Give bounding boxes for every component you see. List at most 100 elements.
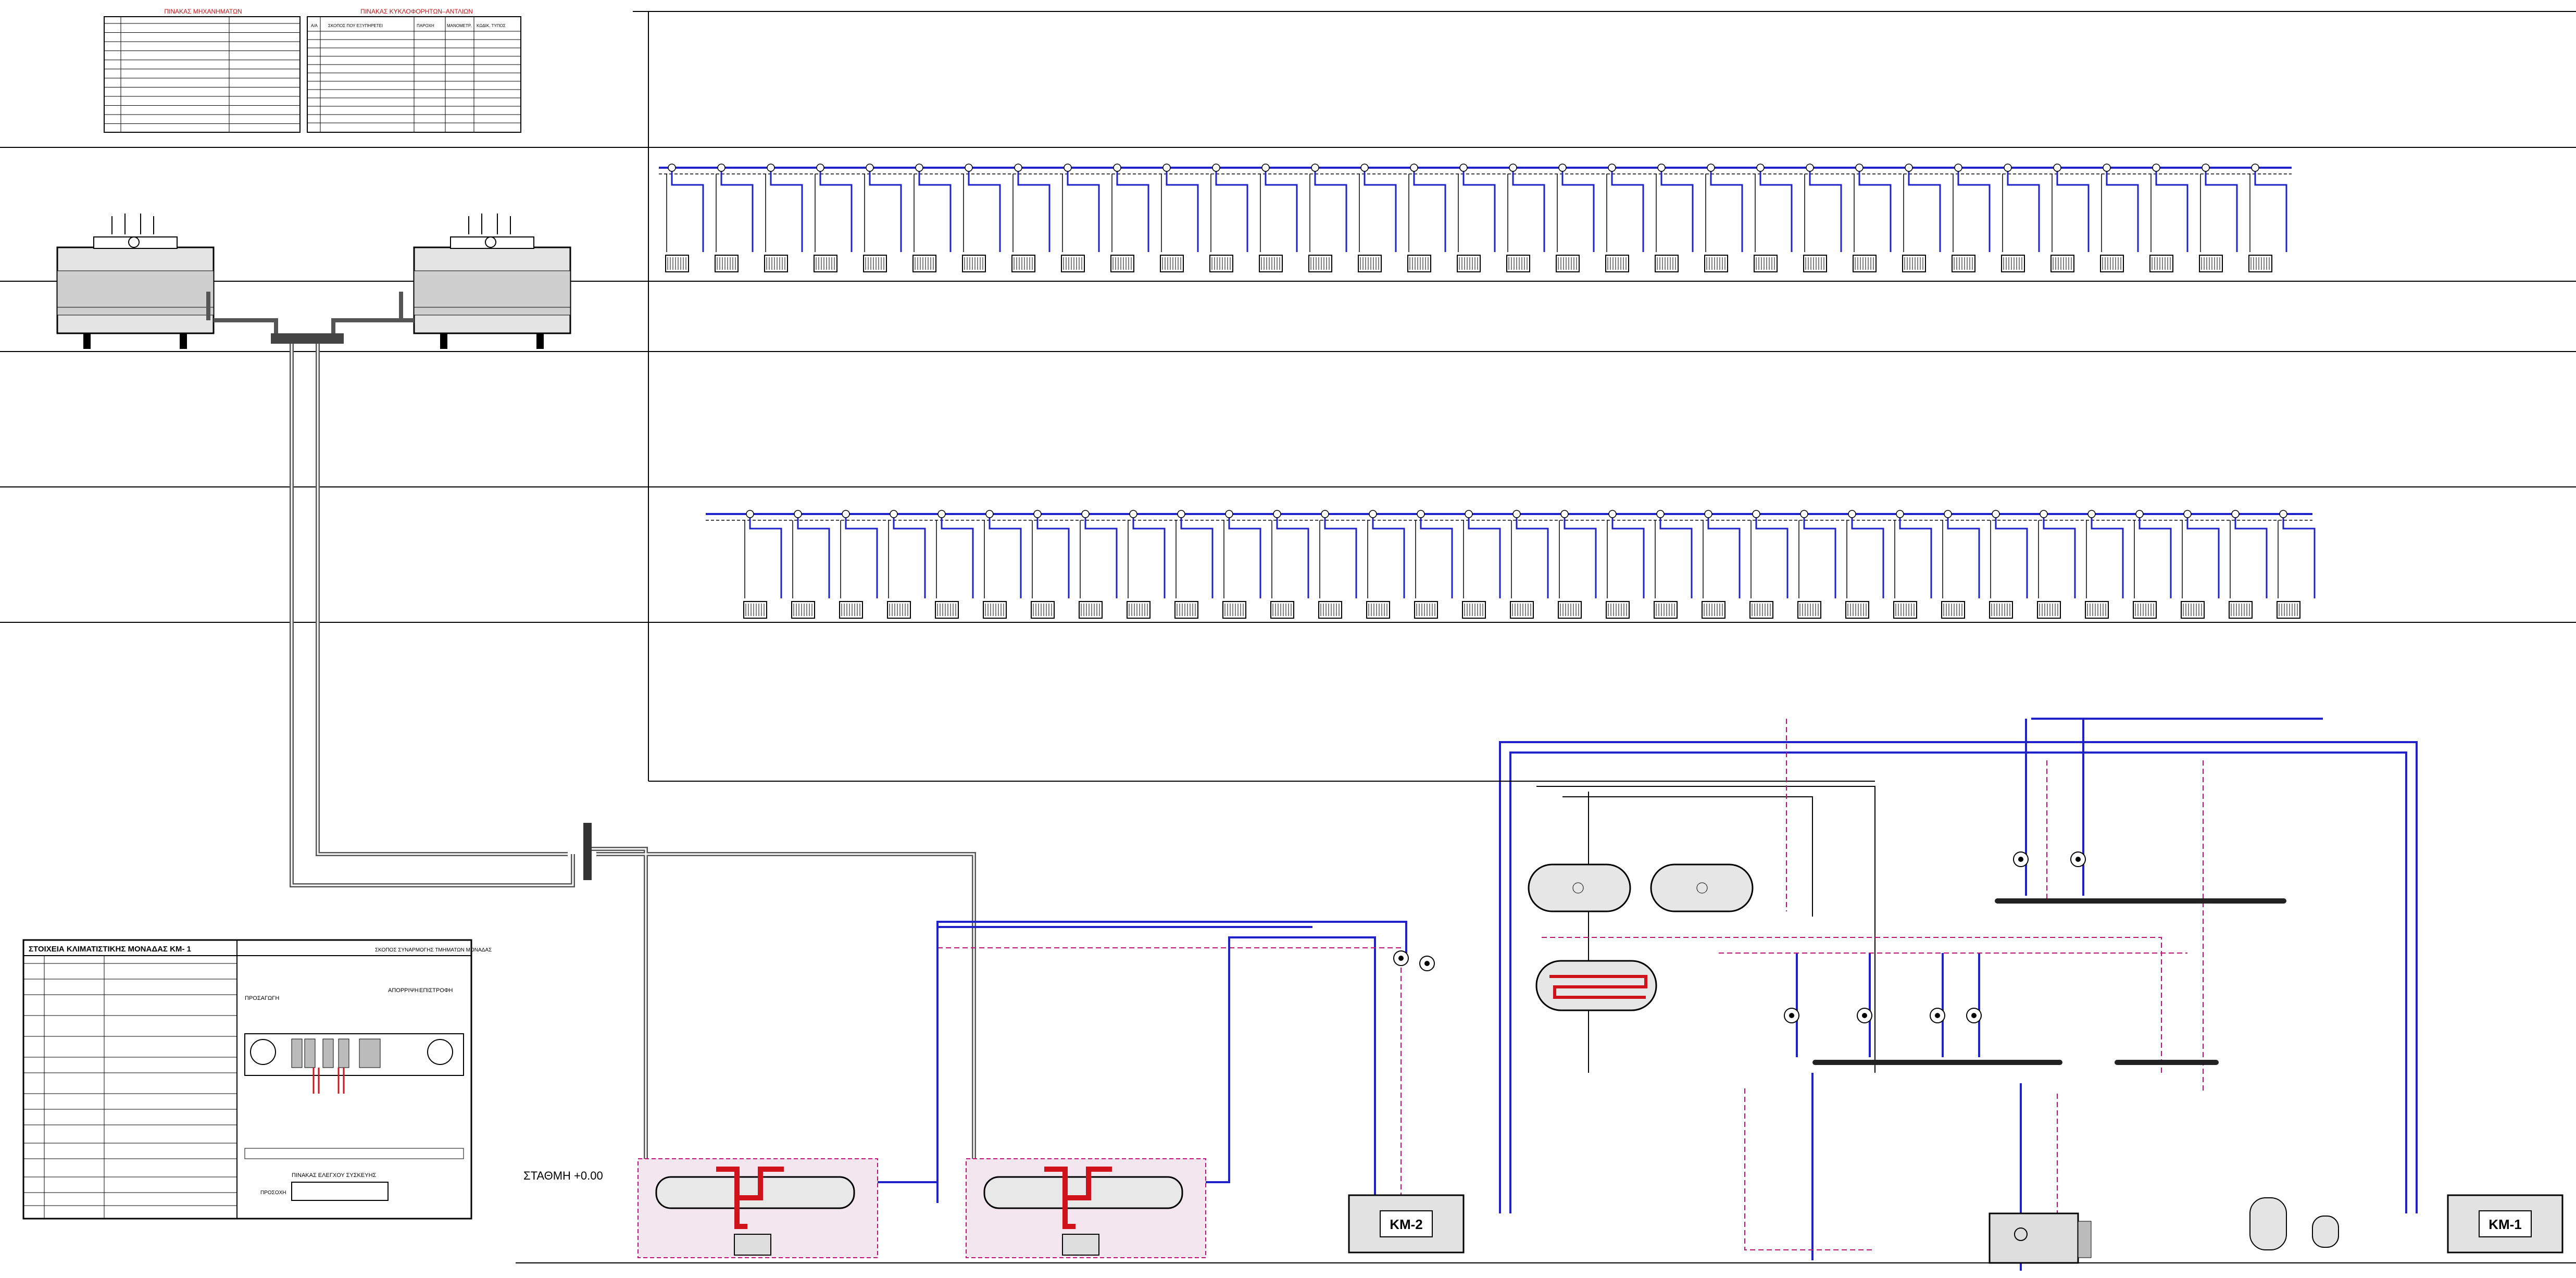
pump-rotor: [1862, 1013, 1867, 1018]
valve-icon: [1273, 510, 1281, 518]
radiator: [715, 255, 739, 272]
chiller-km1-label: KM-1: [2489, 1217, 2522, 1232]
branch-pipe: [1036, 514, 1070, 598]
unit-fan-icon: [128, 236, 140, 248]
branch-pipe: [1564, 514, 1597, 598]
valve-icon: [1369, 510, 1377, 518]
legend-title: ΣΤΟΙΧΕΙΑ ΚΛΙΜΑΤΙΣΤΙΚΗΣ ΜΟΝΑΔΑΣ KM- 1: [29, 945, 191, 954]
chiller-km2-label: KM-2: [1390, 1217, 1423, 1232]
radiator: [863, 255, 887, 272]
collector: [583, 823, 592, 880]
valve-icon: [890, 510, 898, 518]
radiator: [743, 601, 767, 619]
valve-icon: [937, 510, 946, 518]
branch-pipe: [1707, 514, 1741, 598]
branch-pipe: [1957, 168, 1991, 252]
radiator: [1061, 255, 1085, 272]
radiator: [1308, 255, 1332, 272]
heat-exchanger-tank: [1535, 960, 1657, 1011]
valve-icon: [1704, 510, 1712, 518]
storage-tank-1: [1528, 863, 1631, 912]
branch-pipe: [1228, 514, 1261, 598]
branch-pipe: [2007, 168, 2040, 252]
valve-icon: [1321, 510, 1329, 518]
valve-icon: [816, 164, 824, 172]
branch-pipe: [968, 168, 1001, 252]
pump-rotor: [1935, 1013, 1940, 1018]
radiator-network-lower: [706, 510, 2316, 619]
valve-icon: [1558, 164, 1567, 172]
supply-fan-icon: [250, 1039, 276, 1065]
valve-icon: [1848, 510, 1856, 518]
valve-icon: [1806, 164, 1814, 172]
radiator: [1853, 255, 1877, 272]
branch-pipe: [893, 514, 926, 598]
valve-icon: [965, 164, 973, 172]
valve-icon: [1896, 510, 1904, 518]
radiator: [2199, 255, 2223, 272]
valve-icon: [1656, 510, 1665, 518]
valve-icon: [1944, 510, 1952, 518]
valve-icon: [1261, 164, 1270, 172]
valve-icon: [1360, 164, 1369, 172]
branch-pipe: [1265, 168, 1298, 252]
branch-pipe: [1710, 168, 1743, 252]
radiator: [2037, 601, 2061, 619]
radiator: [2001, 255, 2025, 272]
branch-pipe: [749, 514, 782, 598]
valve-icon: [2135, 510, 2144, 518]
branch-pipe: [2056, 168, 2090, 252]
branch-pipe: [1468, 514, 1501, 598]
pump-rotor: [1971, 1013, 1977, 1018]
pumps-header-no: Α/Α: [311, 23, 318, 28]
valve-icon: [1756, 164, 1765, 172]
branch-pipe: [1462, 168, 1496, 252]
branch-pipe: [1180, 514, 1214, 598]
valve-icon: [1064, 164, 1072, 172]
legend-control-sub: ΠΡΟΣΟΧΗ: [260, 1190, 286, 1196]
ahu-box-1: [637, 1158, 878, 1258]
branch-pipe: [797, 514, 830, 598]
pump-rotor: [2018, 857, 2023, 862]
valve-icon: [1129, 510, 1137, 518]
pumps-header-type: ΚΩΔΙΚ. ΤΥΠΟΣ: [477, 23, 506, 28]
branch-pipe: [1759, 168, 1793, 252]
valve-icon: [1113, 164, 1121, 172]
branch-pipe: [1166, 168, 1199, 252]
branch-pipe: [1413, 168, 1446, 252]
pumps-table: ΠΙΝΑΚΑΣ ΚΥΚΛΟΦΟΡΗΤΩΝ–ΑΝΤΛΙΩΝ Α/Α ΣΚΟΠΟΣ …: [307, 8, 521, 133]
radiator: [1174, 601, 1198, 619]
branch-pipe: [1132, 514, 1166, 598]
radiator: [1941, 601, 1965, 619]
radiator: [1605, 255, 1629, 272]
valve-icon: [1417, 510, 1425, 518]
branch-pipe: [1314, 168, 1347, 252]
radiator: [1011, 255, 1035, 272]
branch-pipe: [2186, 514, 2220, 598]
branch-pipe: [941, 514, 974, 598]
radiator: [1952, 255, 1975, 272]
radiator: [1797, 601, 1821, 619]
pumps-header-flow: ΠΑΡΟΧΗ: [417, 23, 434, 28]
chiller-km1: KM-1: [2447, 1194, 2564, 1254]
branch-pipe: [1947, 514, 1980, 598]
radiator: [791, 601, 815, 619]
manifold-lower: [1812, 1060, 2062, 1065]
pump-group: [1393, 851, 2086, 1023]
radiator: [1845, 601, 1869, 619]
valve-icon: [2040, 510, 2048, 518]
radiator: [1606, 601, 1630, 619]
branch-pipe: [1372, 514, 1405, 598]
pump-rotor: [2075, 857, 2081, 862]
valve-icon: [2004, 164, 2012, 172]
radiator: [2100, 255, 2124, 272]
branch-pipe: [1276, 514, 1309, 598]
valve-icon: [1177, 510, 1185, 518]
branch-pipe: [1067, 168, 1100, 252]
radiator: [2277, 601, 2300, 619]
radiator: [1160, 255, 1184, 272]
branch-pipe: [1755, 514, 1789, 598]
valve-icon: [2202, 164, 2210, 172]
valve-icon: [1560, 510, 1569, 518]
valve-icon: [866, 164, 874, 172]
